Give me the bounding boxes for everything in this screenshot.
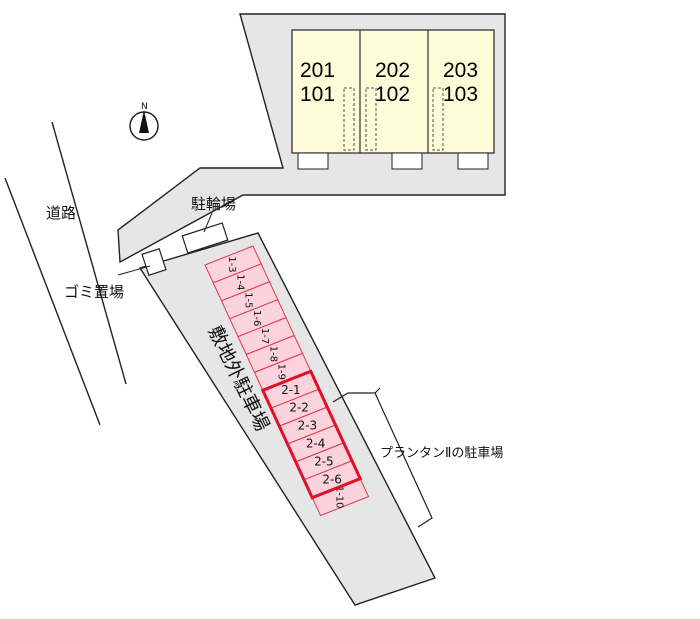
bicycle-parking [181, 222, 229, 254]
parking-slot-label: 1-4 [234, 274, 245, 290]
plantan-slots-highlight [260, 369, 363, 500]
label-bicycle: 駐輪場 [191, 195, 236, 213]
unit-202: 202 [375, 59, 410, 82]
parking-slot-label: 2-5 [314, 454, 334, 468]
road-edge-right [51, 121, 127, 385]
parking-slot-label: 2-1 [281, 383, 301, 397]
stair-outline [343, 87, 355, 151]
label-plantan-parking: プランタンⅡの駐車場 [380, 446, 503, 461]
unit-203: 203 [443, 59, 478, 82]
parking-slot-label: 2-3 [298, 419, 318, 433]
garbage-area [141, 248, 167, 276]
stair-outline [432, 87, 444, 151]
parking-slot-label: 1-6 [251, 310, 262, 326]
label-garbage: ゴミ置場 [64, 283, 124, 301]
parking-slots: 1-3 1-4 1-5 1-6 1-7 1-8 1-9 2-1 2-2 2-3 2-4 2-5 2-61… [204, 245, 370, 517]
entry-step [297, 152, 329, 170]
entry-step [391, 152, 423, 170]
parking-slot-label: 1-7 [259, 328, 270, 344]
bicycle-parking-leader [203, 212, 213, 233]
unit-101: 101 [300, 83, 335, 106]
unit-201: 201 [300, 59, 335, 82]
road-edge-left [4, 177, 101, 426]
stair-outline [365, 87, 377, 151]
north-label: N [141, 102, 148, 112]
garbage-area-leader [117, 265, 151, 276]
unit-103: 103 [443, 83, 478, 106]
parking-slot-label: 1-5 [243, 292, 254, 308]
label-road: 道路 [46, 204, 76, 222]
plantan-bracket-tick [374, 387, 381, 394]
parking-slot-label: 2-6 [322, 472, 342, 486]
parking-slot-label: 2-2 [289, 401, 309, 415]
parking-slot-label: 1-10 [333, 486, 344, 509]
building [291, 29, 495, 154]
parking-slot-label: 2-4 [306, 436, 326, 450]
parking-slot-label: 1-8 [267, 346, 278, 362]
unit-102: 102 [375, 83, 410, 106]
parking-slot-label: 1-9 [276, 364, 287, 380]
parking-slot-label: 1-3 [226, 256, 237, 272]
compass-icon [129, 110, 159, 141]
entry-step [457, 152, 489, 170]
